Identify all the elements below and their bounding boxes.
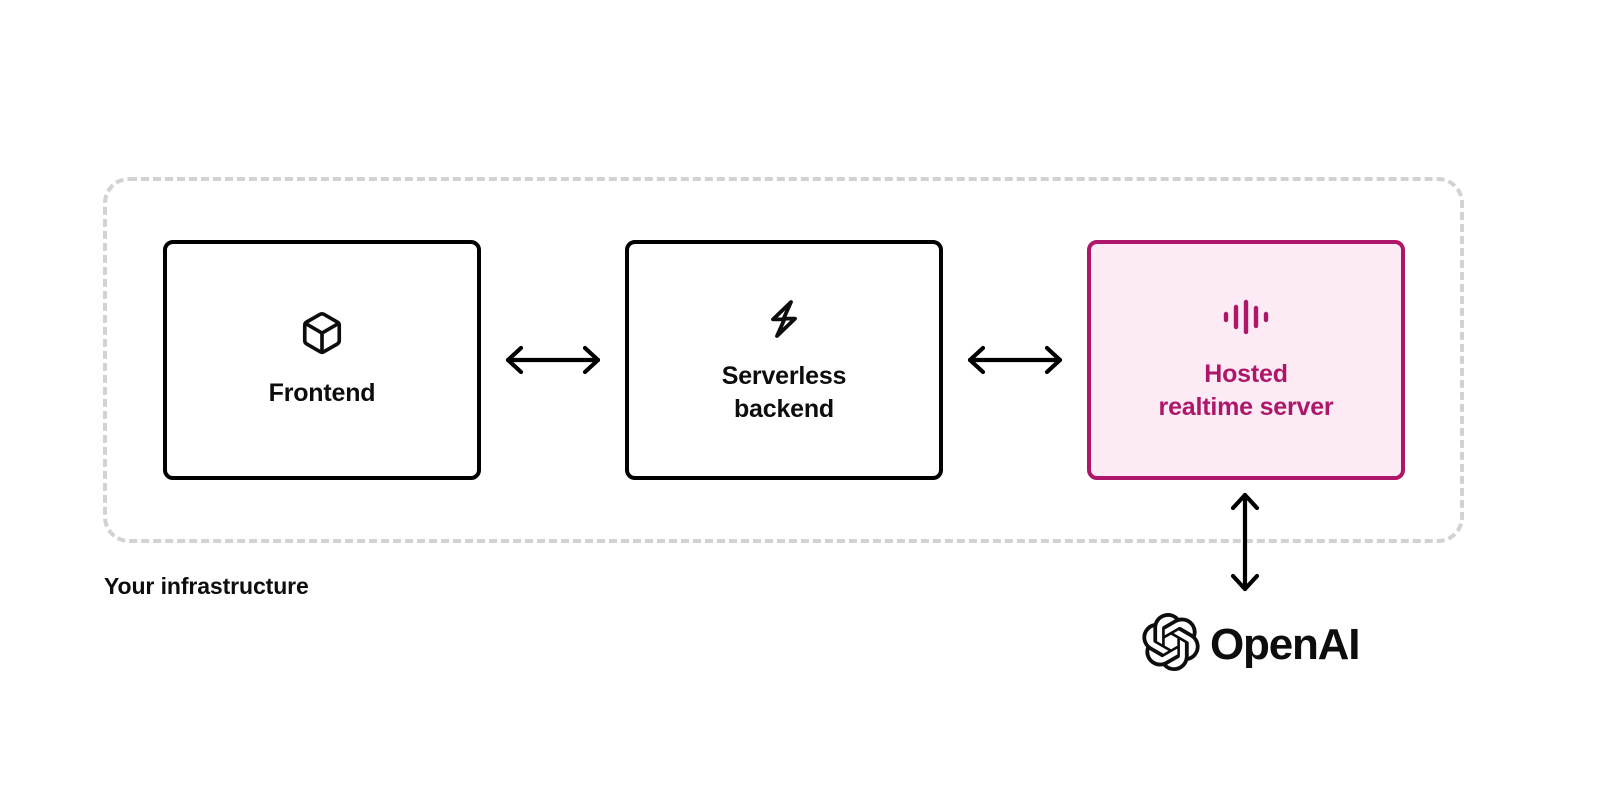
openai-lockup: OpenAI [1142, 613, 1360, 676]
node-hosted-realtime-server-label: Hosted realtime server [1158, 359, 1334, 421]
openai-wordmark: OpenAI [1210, 619, 1360, 669]
arrow-backend-realtime [960, 340, 1070, 380]
node-frontend[interactable]: Frontend [163, 240, 481, 480]
lightning-bolt-icon [760, 295, 808, 348]
your-infrastructure-boundary [103, 177, 1464, 543]
node-frontend-label: Frontend [268, 379, 376, 407]
your-infrastructure-label: Your infrastructure [104, 573, 309, 599]
arrow-frontend-backend [498, 340, 608, 380]
cube-icon [299, 310, 345, 361]
arrow-realtime-openai [1224, 487, 1266, 597]
node-hosted-realtime-server[interactable]: Hosted realtime server [1087, 240, 1405, 480]
node-serverless-backend[interactable]: Serverless backend [625, 240, 943, 480]
node-serverless-backend-label: Serverless backend [721, 361, 847, 423]
openai-blossom-logo [1142, 613, 1200, 676]
audio-waveform-icon [1221, 297, 1271, 342]
